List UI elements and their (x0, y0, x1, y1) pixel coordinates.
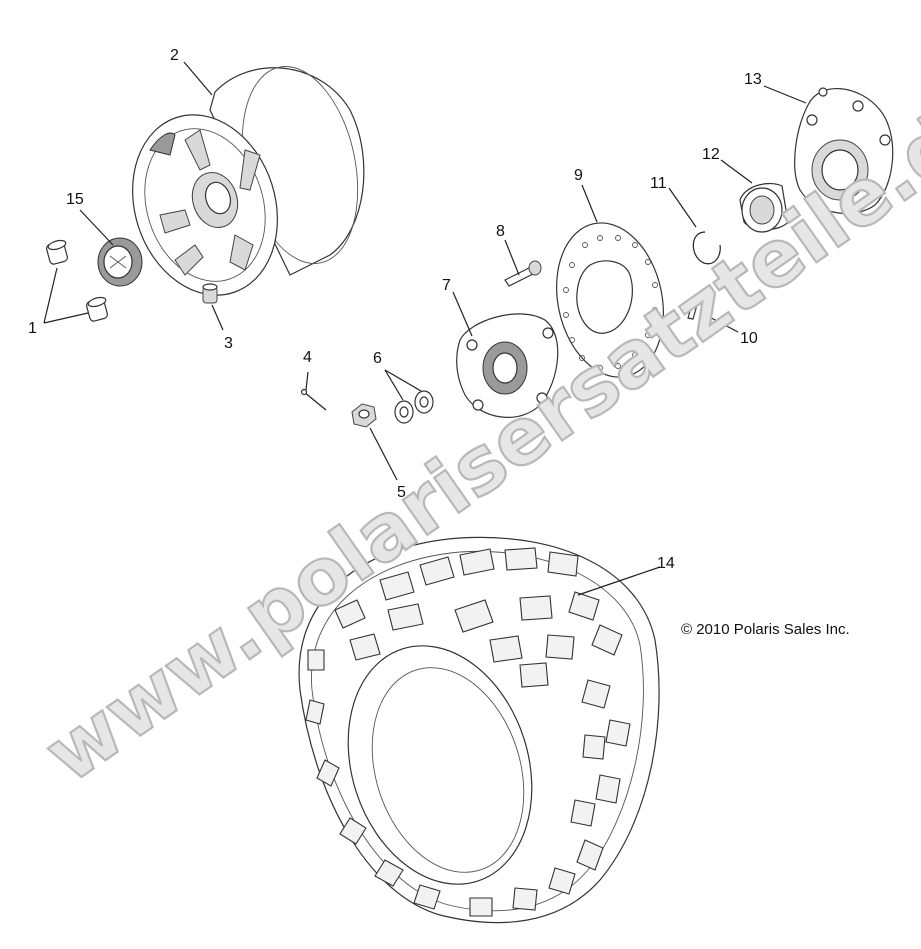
callout-2: 2 (170, 47, 179, 64)
copyright-notice: © 2010 Polaris Sales Inc. (681, 621, 850, 638)
callout-4: 4 (303, 349, 312, 366)
callout-12: 12 (702, 146, 720, 163)
castle-nut-icon (351, 403, 377, 428)
callout-3: 3 (224, 335, 233, 352)
callout-6: 6 (373, 350, 382, 367)
tire-icon (298, 536, 660, 924)
washer-icon (394, 390, 434, 424)
hub-cap-icon (97, 237, 143, 287)
bolt-icon (687, 300, 699, 320)
callout-14: 14 (657, 555, 675, 572)
wheel-stud-icon (504, 260, 542, 287)
cotter-pin-icon (300, 388, 327, 411)
callout-15: 15 (66, 191, 84, 208)
callout-labels: 1 2 3 4 5 6 7 8 9 10 11 12 13 14 15 (28, 47, 762, 572)
bearing-icon (739, 182, 789, 233)
retaining-ring-icon (692, 231, 721, 265)
callout-7: 7 (442, 277, 451, 294)
bearing-carrier-icon (794, 87, 894, 214)
callout-9: 9 (574, 167, 583, 184)
brake-disc-icon (556, 222, 664, 378)
wheel-rim-icon (132, 66, 365, 296)
leader-lines (43, 61, 807, 596)
callout-1: 1 (28, 320, 37, 337)
callout-11: 11 (650, 175, 667, 192)
valve-stem-icon (202, 283, 218, 304)
callout-10: 10 (740, 330, 758, 347)
callout-8: 8 (496, 223, 505, 240)
callout-5: 5 (397, 484, 406, 501)
wheel-hub-icon (456, 313, 559, 418)
callout-13: 13 (744, 71, 762, 88)
valve-stem-cap-icon (46, 239, 108, 322)
